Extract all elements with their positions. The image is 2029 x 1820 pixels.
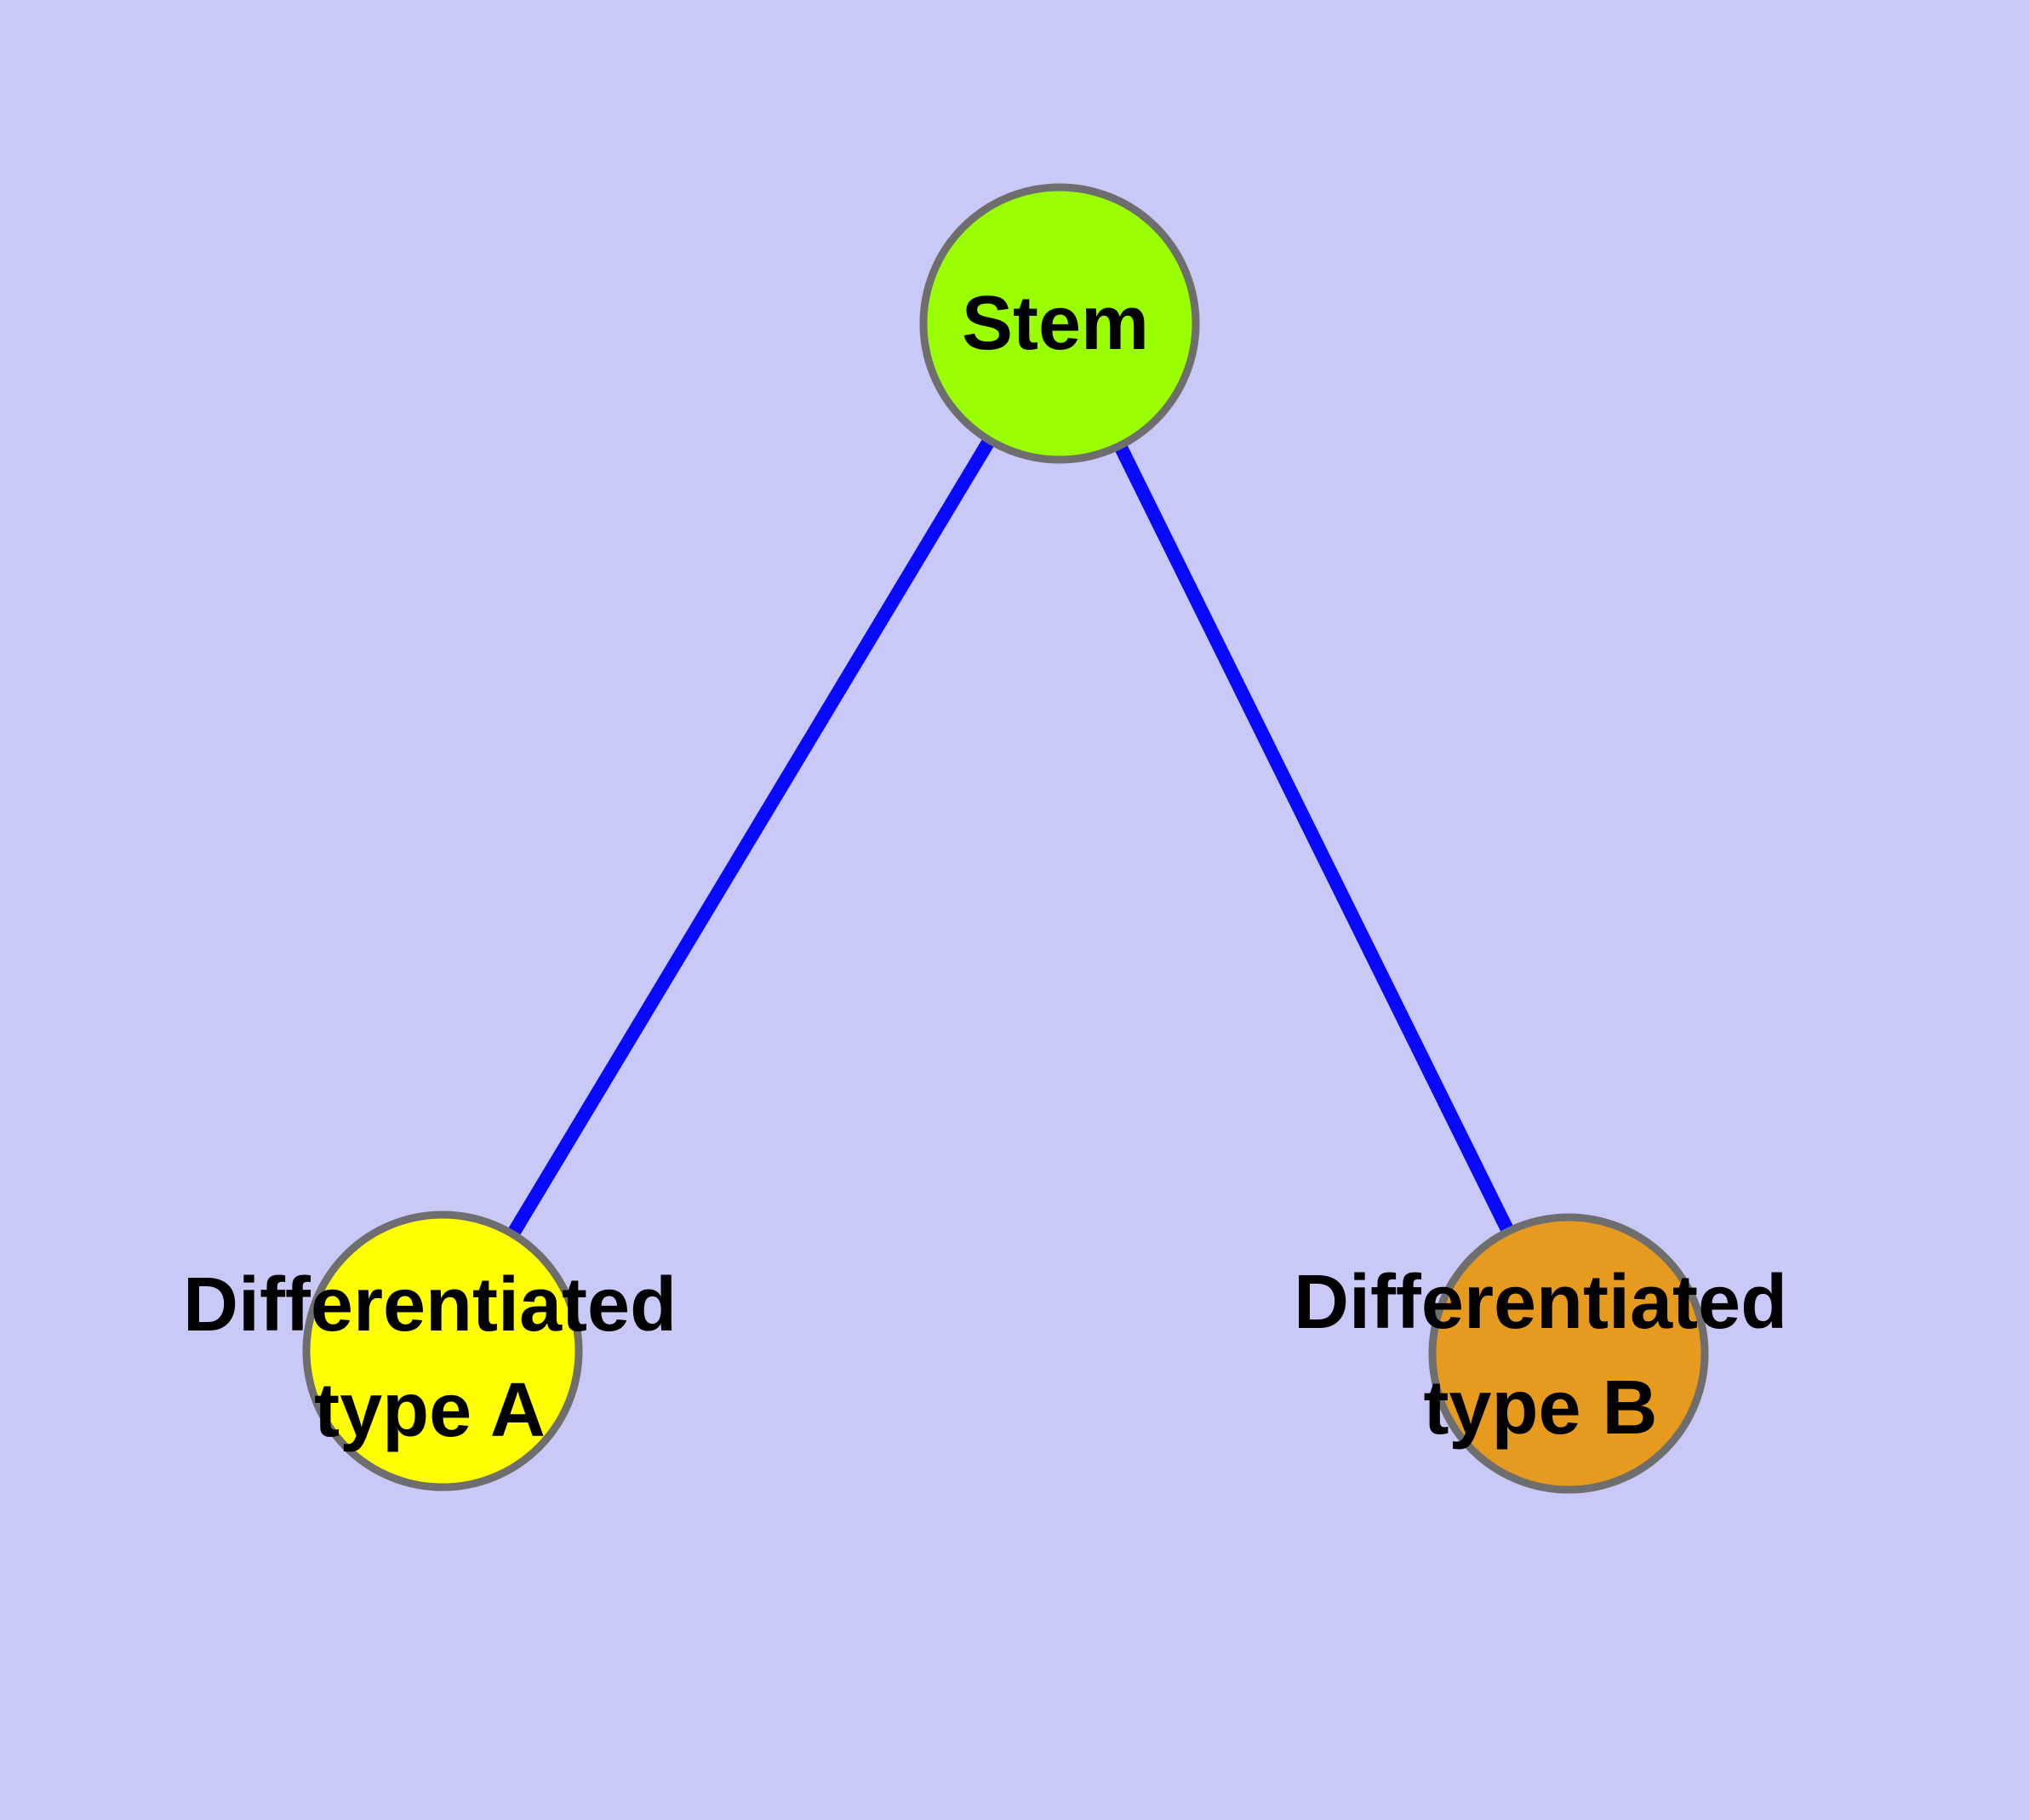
node-type-a-circle — [302, 1210, 583, 1491]
node-label-type-a: Differentiated type A — [183, 1252, 677, 1463]
edge-stem-to-type-b — [1053, 320, 1575, 1357]
node-label-stem-line1: Stem — [961, 281, 1150, 366]
node-label-type-b: Differentiated type B — [1294, 1250, 1787, 1461]
node-label-type-b-line2: type B — [1423, 1365, 1658, 1451]
node-label-type-a-line1: Differentiated — [182, 1262, 677, 1348]
node-type-b-circle — [1428, 1213, 1709, 1494]
edge-stem-to-type-a — [437, 319, 1066, 1355]
node-label-stem: Stem — [962, 271, 1149, 376]
node-label-type-b-line1: Differentiated — [1293, 1260, 1788, 1345]
node-label-type-a-line2: type A — [314, 1368, 546, 1453]
node-stem-circle — [919, 183, 1200, 464]
